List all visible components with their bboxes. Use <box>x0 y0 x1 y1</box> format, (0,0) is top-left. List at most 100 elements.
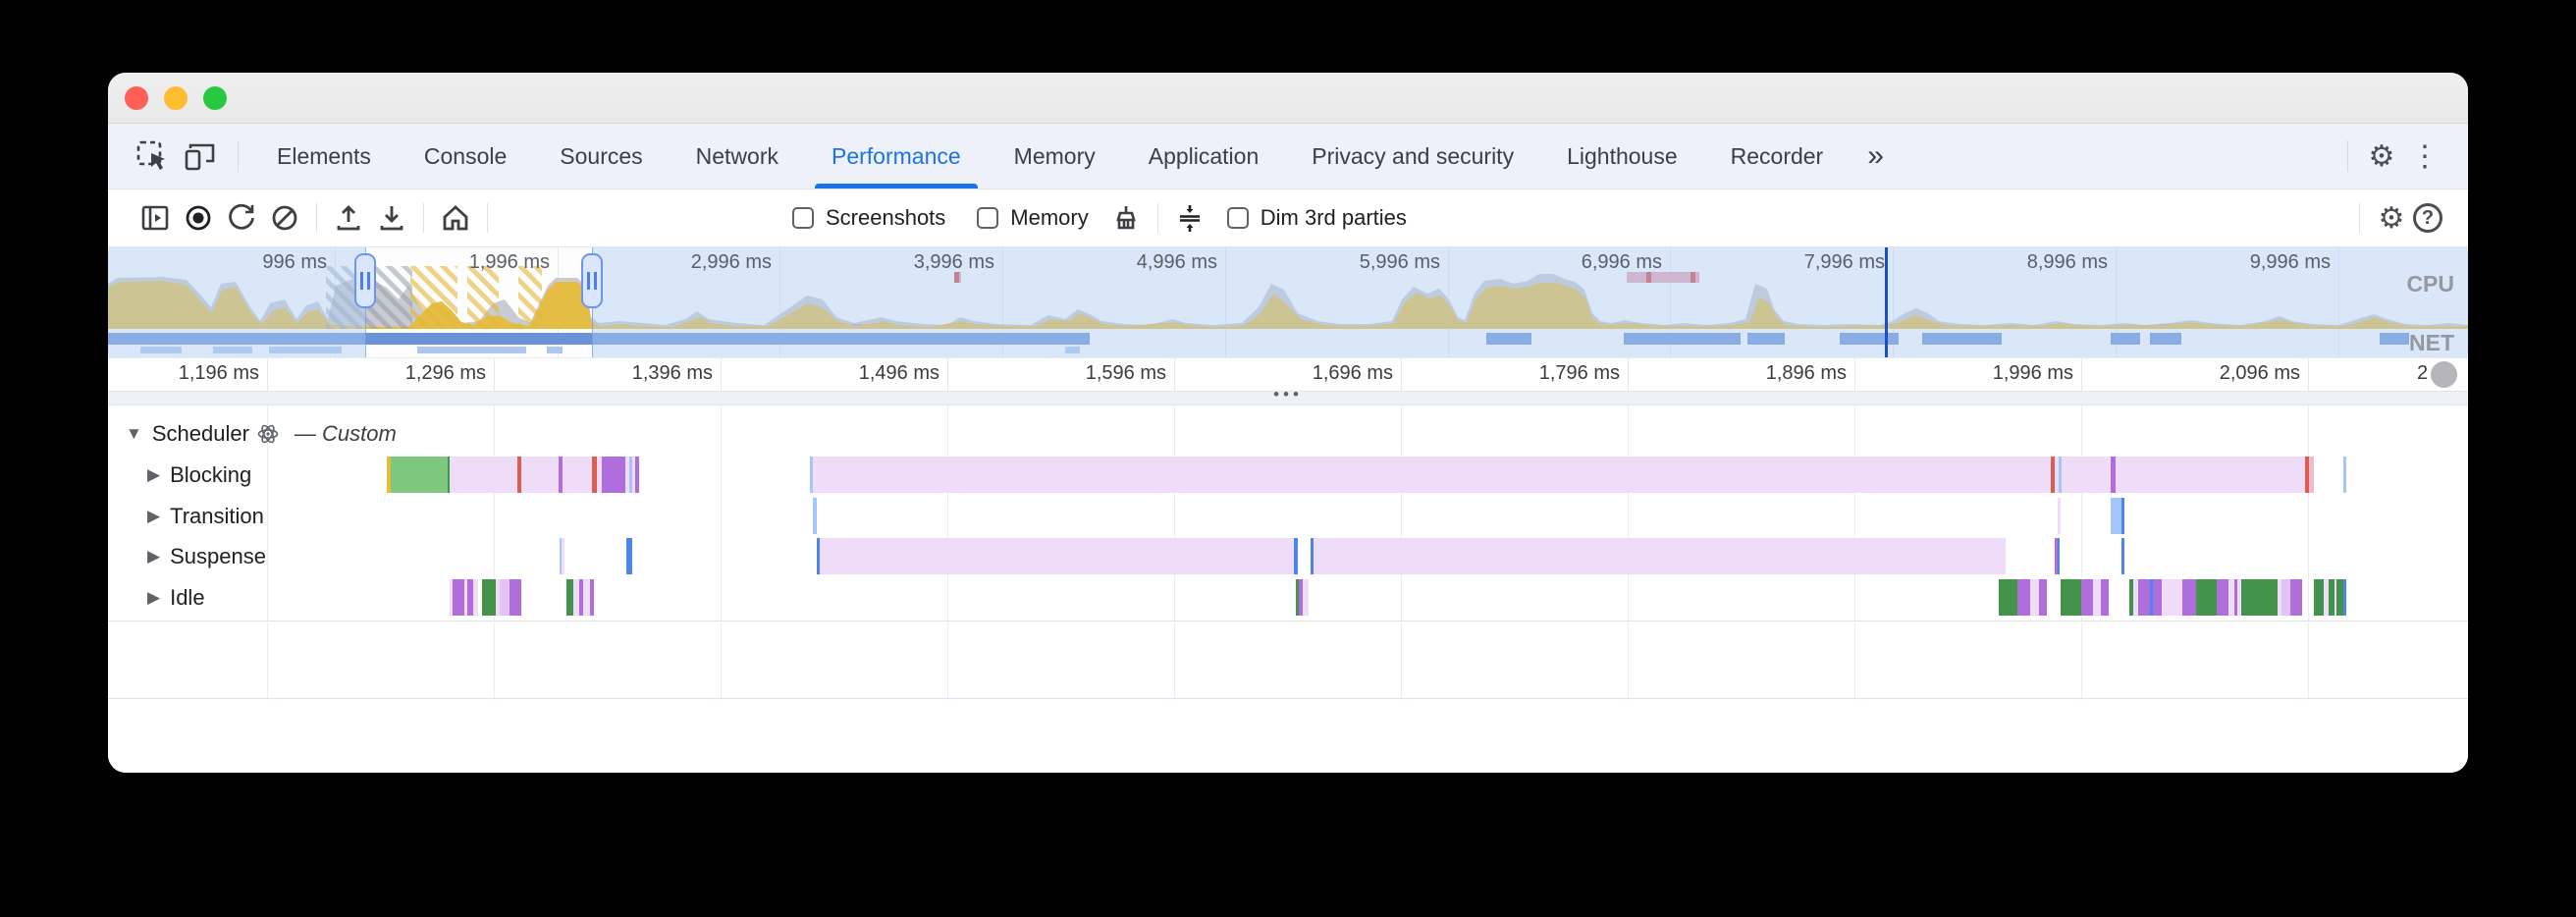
flame-segment-blocking[interactable] <box>632 457 635 493</box>
expand-arrow-icon[interactable]: ▶ <box>147 547 161 566</box>
flame-segment-blocking[interactable] <box>2062 457 2111 493</box>
flame-segment-blocking[interactable] <box>810 457 813 493</box>
flame-segment-idle[interactable] <box>2228 579 2234 616</box>
flame-segment-blocking[interactable] <box>563 457 592 493</box>
tab-recorder[interactable]: Recorder <box>1730 142 1824 169</box>
load-profile-icon[interactable] <box>327 198 370 238</box>
live-metrics-home-icon[interactable] <box>434 198 477 238</box>
collect-garbage-icon[interactable] <box>1104 198 1148 238</box>
flame-segment-suspense[interactable] <box>2058 538 2060 574</box>
row-label-blocking[interactable]: ▶Blocking <box>147 461 251 489</box>
flame-segment-idle[interactable] <box>579 579 583 616</box>
flame-segment-idle[interactable] <box>2329 579 2334 616</box>
selection-handle[interactable] <box>581 253 603 308</box>
flame-segment-idle[interactable] <box>2217 579 2228 616</box>
checkbox-box[interactable] <box>792 207 814 229</box>
flame-segment-idle[interactable] <box>1299 579 1303 616</box>
flame-segment-suspense[interactable] <box>817 538 820 574</box>
panel-splitter[interactable]: ••• <box>108 386 2468 405</box>
flame-segment-idle[interactable] <box>2281 579 2290 616</box>
flame-segment-blocking[interactable] <box>813 457 2051 493</box>
flame-segment-blocking[interactable] <box>2116 457 2305 493</box>
tab-memory[interactable]: Memory <box>1013 142 1096 169</box>
capture-settings-gear-icon[interactable]: ⚙ <box>2378 201 2405 235</box>
flame-segment-idle[interactable] <box>453 579 464 616</box>
flame-segment-idle[interactable] <box>2324 579 2329 616</box>
flame-segment-idle[interactable] <box>2039 579 2047 616</box>
flame-segment-idle[interactable] <box>2336 579 2343 616</box>
flame-segment-idle[interactable] <box>2030 579 2039 616</box>
flame-segment-idle[interactable] <box>496 579 500 616</box>
more-tabs-button[interactable]: » <box>1867 139 1884 172</box>
help-icon[interactable]: ? <box>2413 203 2442 233</box>
record-icon[interactable] <box>177 198 220 238</box>
flame-segment-idle[interactable] <box>2133 579 2138 616</box>
flame-segment-blocking[interactable] <box>625 457 629 493</box>
flame-segment-suspense[interactable] <box>1314 538 2006 574</box>
flame-segment-idle[interactable] <box>2017 579 2030 616</box>
dim-3rd-parties-checkbox[interactable]: Dim 3rd parties <box>1226 205 1407 231</box>
flame-segment-blocking[interactable] <box>592 457 597 493</box>
flame-segment-blocking[interactable] <box>602 457 625 493</box>
flame-segment-blocking[interactable] <box>2059 457 2062 493</box>
flame-segment-blocking[interactable] <box>2051 457 2055 493</box>
flame-segment-idle[interactable] <box>1999 579 2017 616</box>
scrollbar-thumb[interactable] <box>2431 361 2457 388</box>
expand-arrow-icon[interactable]: ▶ <box>147 465 161 484</box>
row-label-suspense[interactable]: ▶Suspense <box>147 543 266 570</box>
tab-elements[interactable]: Elements <box>277 142 371 169</box>
flame-segment-idle[interactable] <box>482 579 496 616</box>
flame-segment-blocking[interactable] <box>450 457 517 493</box>
flame-segment-blocking[interactable] <box>2309 457 2314 493</box>
flame-segment-blocking[interactable] <box>2055 457 2059 493</box>
flame-segment-idle[interactable] <box>583 579 590 616</box>
flame-segment-idle[interactable] <box>1303 579 1309 616</box>
flame-segment-blocking[interactable] <box>597 457 602 493</box>
flame-segment-idle[interactable] <box>2290 579 2302 616</box>
flame-segment-blocking[interactable] <box>391 457 448 493</box>
memory-checkbox[interactable]: Memory <box>977 205 1089 231</box>
flame-segment-suspense[interactable] <box>562 538 564 574</box>
tab-privacy-and-security[interactable]: Privacy and security <box>1312 142 1515 169</box>
flame-segment-transition[interactable] <box>2058 498 2061 534</box>
minimize-button[interactable] <box>164 85 188 110</box>
selection-handle[interactable] <box>354 253 376 308</box>
row-label-idle[interactable]: ▶Idle <box>147 584 205 612</box>
flame-segment-blocking[interactable] <box>448 457 450 493</box>
flame-segment-idle[interactable] <box>2081 579 2093 616</box>
flame-segment-transition[interactable] <box>2111 498 2121 534</box>
track-header-scheduler[interactable]: ▼ Scheduler — Custom <box>126 421 397 447</box>
flame-segment-suspense[interactable] <box>626 538 632 574</box>
flame-segment-idle[interactable] <box>2093 579 2101 616</box>
flame-segment-idle[interactable] <box>464 579 467 616</box>
device-toolbar-icon[interactable] <box>179 135 220 177</box>
flame-segment-idle[interactable] <box>2343 579 2346 616</box>
flame-segment-blocking[interactable] <box>635 457 639 493</box>
flame-segment-blocking[interactable] <box>517 457 521 493</box>
flame-segment-blocking[interactable] <box>559 457 563 493</box>
flame-segment-idle[interactable] <box>500 579 510 616</box>
flame-segment-idle[interactable] <box>2314 579 2324 616</box>
flame-segment-suspense[interactable] <box>820 538 1294 574</box>
flame-segment-idle[interactable] <box>2153 579 2162 616</box>
checkbox-box[interactable] <box>977 207 999 229</box>
flame-segment-blocking[interactable] <box>387 457 391 493</box>
flame-segment-blocking[interactable] <box>629 457 632 493</box>
flame-segment-idle[interactable] <box>2150 579 2153 616</box>
tab-application[interactable]: Application <box>1148 142 1260 169</box>
flame-segment-idle[interactable] <box>473 579 478 616</box>
flame-segment-idle[interactable] <box>2129 579 2133 616</box>
expand-arrow-icon[interactable]: ▶ <box>147 588 161 607</box>
flame-segment-idle[interactable] <box>573 579 579 616</box>
flame-segment-idle[interactable] <box>566 579 573 616</box>
flame-segment-transition[interactable] <box>813 498 817 534</box>
tab-console[interactable]: Console <box>423 142 508 169</box>
flame-segment-blocking[interactable] <box>521 457 559 493</box>
flame-segment-transition[interactable] <box>2121 498 2124 534</box>
tab-sources[interactable]: Sources <box>560 142 643 169</box>
flame-segment-idle[interactable] <box>2061 579 2081 616</box>
record-and-reload-icon[interactable] <box>220 198 263 238</box>
screenshots-checkbox[interactable]: Screenshots <box>792 205 945 231</box>
flame-segment-idle[interactable] <box>2278 579 2281 616</box>
